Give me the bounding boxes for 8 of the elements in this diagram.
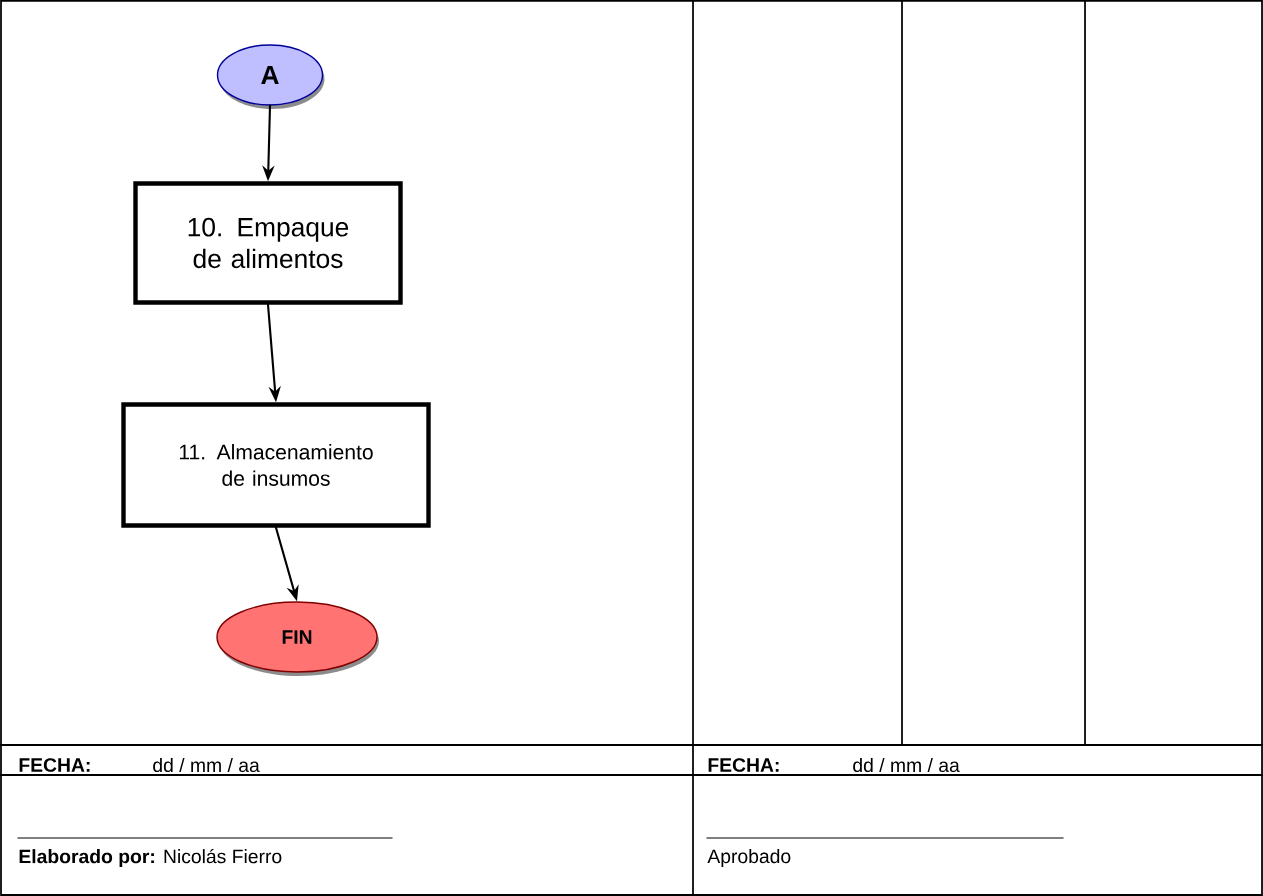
field-label: FECHA: [19, 758, 90, 772]
signature-caption: Aprobado [707, 849, 791, 867]
field-label: FECHA: [708, 758, 779, 772]
signature-caption: Elaborado por: Nicolás Fierro [19, 848, 282, 868]
process-box: 11. Almacenamiento de insumos [121, 402, 431, 528]
process-box: 10. Empaque de alimentos [133, 181, 403, 305]
date-field: dd / mm / aa [153, 757, 260, 773]
date-field: dd / mm / aa [853, 757, 960, 773]
